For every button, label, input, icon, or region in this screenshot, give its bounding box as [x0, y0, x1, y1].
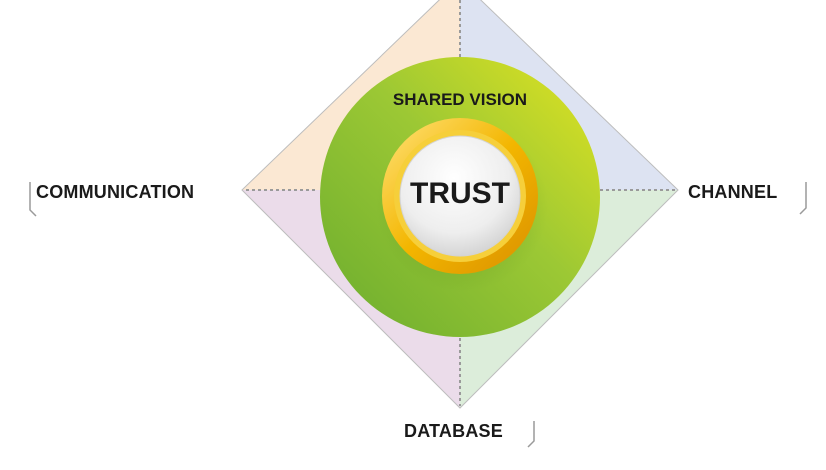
trust-button [399, 135, 521, 257]
diamond-outline [241, 0, 679, 409]
communication-label: COMMUNICATION [36, 182, 195, 202]
channel-label: CHANNEL [688, 182, 778, 202]
bracket-left [29, 182, 37, 217]
trust-label: TRUST [410, 177, 510, 210]
bracket-bottom [527, 421, 535, 448]
database-label: DATABASE [404, 421, 503, 441]
bracket-right [799, 182, 807, 215]
shared-vision-label: SHARED VISION [392, 90, 528, 109]
